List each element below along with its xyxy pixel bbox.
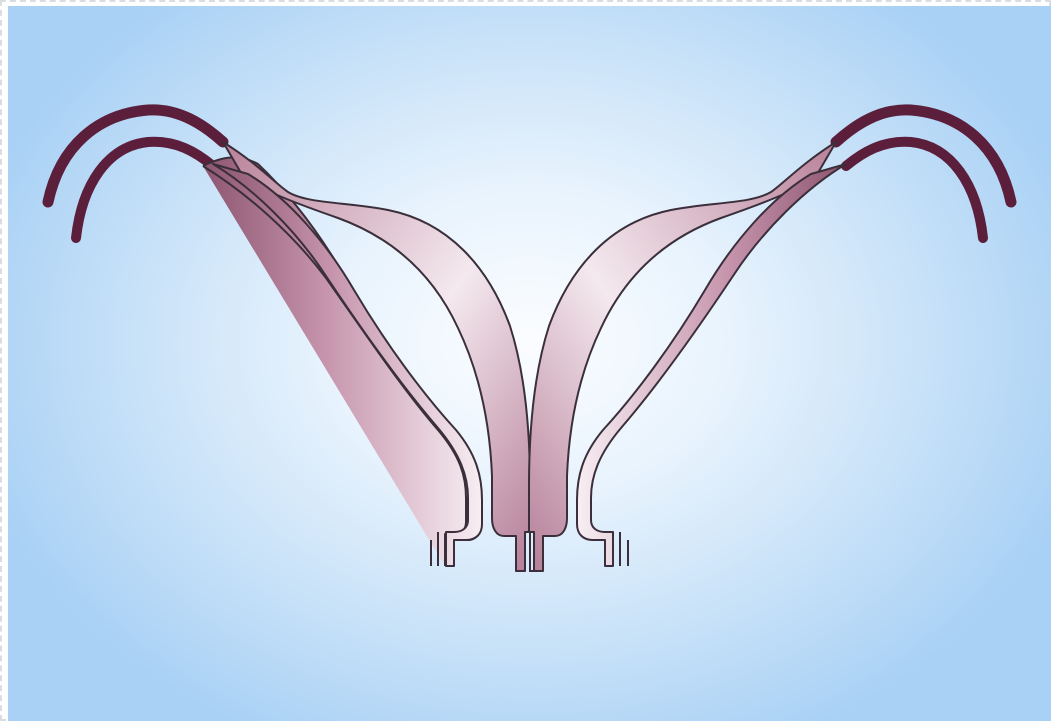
right-outer-stem — [620, 532, 628, 566]
right-outer-tube-body — [577, 164, 846, 566]
left-fimbria-lower — [76, 142, 213, 238]
diagram-illustration — [8, 6, 1051, 721]
diagram-canvas — [8, 6, 1051, 721]
right-fimbria-lower — [846, 142, 983, 238]
